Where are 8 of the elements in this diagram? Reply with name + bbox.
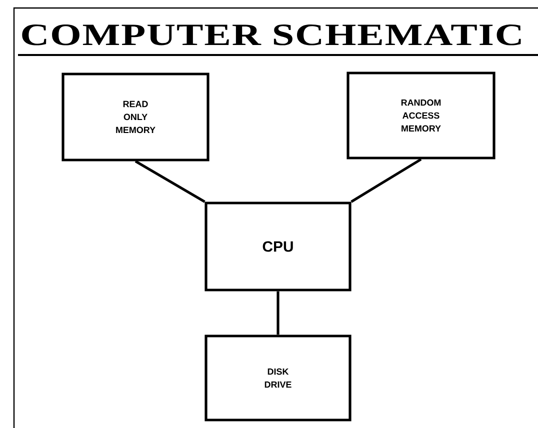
title: COMPUTER SCHEMATIC xyxy=(22,24,521,46)
component-box: RANDOM ACCESS MEMORY xyxy=(346,72,496,160)
component-box: CPU xyxy=(204,202,352,292)
connector-line xyxy=(276,291,280,335)
component-box: READ ONLY MEMORY xyxy=(62,72,210,162)
component-box: DISK DRIVE xyxy=(204,334,352,422)
connector-line xyxy=(350,158,422,203)
connector-line xyxy=(134,160,206,203)
